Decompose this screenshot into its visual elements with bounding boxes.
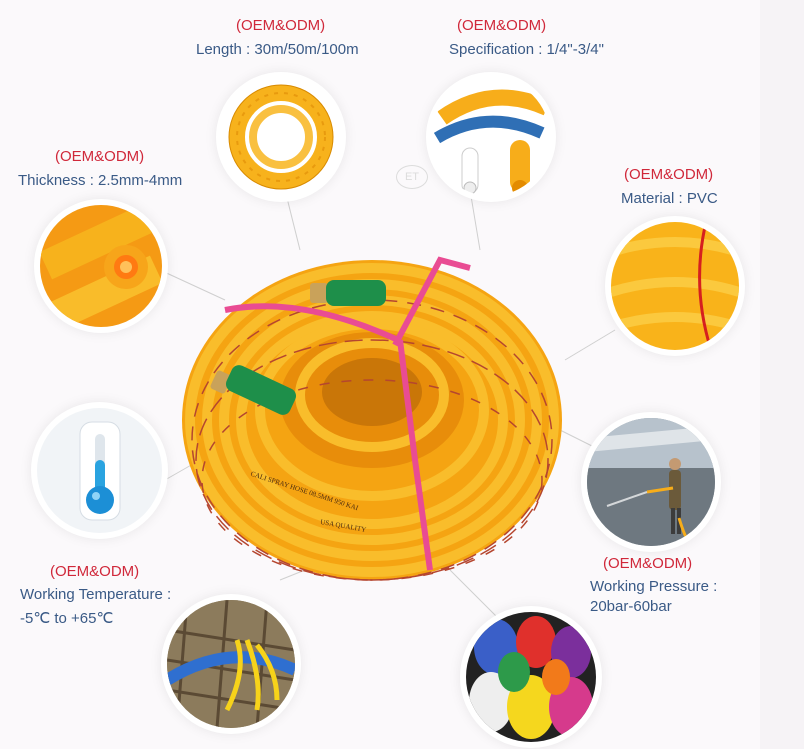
temperature-title: Working Temperature :: [20, 586, 172, 603]
pressure-image: [587, 418, 715, 546]
raw-material-image: [466, 612, 596, 742]
specification-image: [432, 78, 550, 196]
hose-fittings: [210, 280, 386, 415]
temperature-oem-tag: (OEM&ODM): [50, 563, 140, 580]
length-oem-tag: (OEM&ODM): [236, 17, 326, 34]
spec-text: Specification : 1/4"-3/4": [449, 41, 604, 58]
watermark-logo: ET: [396, 165, 428, 189]
thickness-oem-tag: (OEM&ODM): [55, 148, 145, 165]
length-spec-text: Length : 30m/50m/100m: [196, 41, 359, 58]
pvc-granules-icon: [469, 616, 593, 739]
thickness-text: Thickness : 2.5mm-4mm: [18, 172, 183, 189]
length-coil-image: [222, 78, 340, 196]
coiled-hose-icon: [228, 84, 334, 190]
material-image: [611, 222, 739, 350]
worker-spraying-icon: [587, 418, 715, 546]
hose-coils: [182, 260, 562, 581]
hose-cut-end-icon: [40, 205, 162, 327]
pressure-oem-tag: (OEM&ODM): [603, 555, 693, 572]
thickness-image: [40, 205, 162, 327]
straps: [224, 256, 471, 571]
pvc-texture-icon: [611, 222, 739, 350]
temperature-image: [37, 408, 162, 533]
thermometer-icon: [79, 421, 121, 521]
hose-cross-sections-icon: [433, 89, 550, 196]
temperature-value: -5℃ to +65℃: [20, 610, 114, 627]
construction-site-icon: [167, 600, 295, 728]
pressure-value: 20bar-60bar: [590, 598, 672, 615]
material-oem-tag: (OEM&ODM): [624, 166, 714, 183]
pressure-title: Working Pressure :: [590, 578, 718, 595]
application-image: [167, 600, 295, 728]
spec-oem-tag: (OEM&ODM): [457, 17, 547, 34]
material-text: Material : PVC: [621, 190, 718, 207]
